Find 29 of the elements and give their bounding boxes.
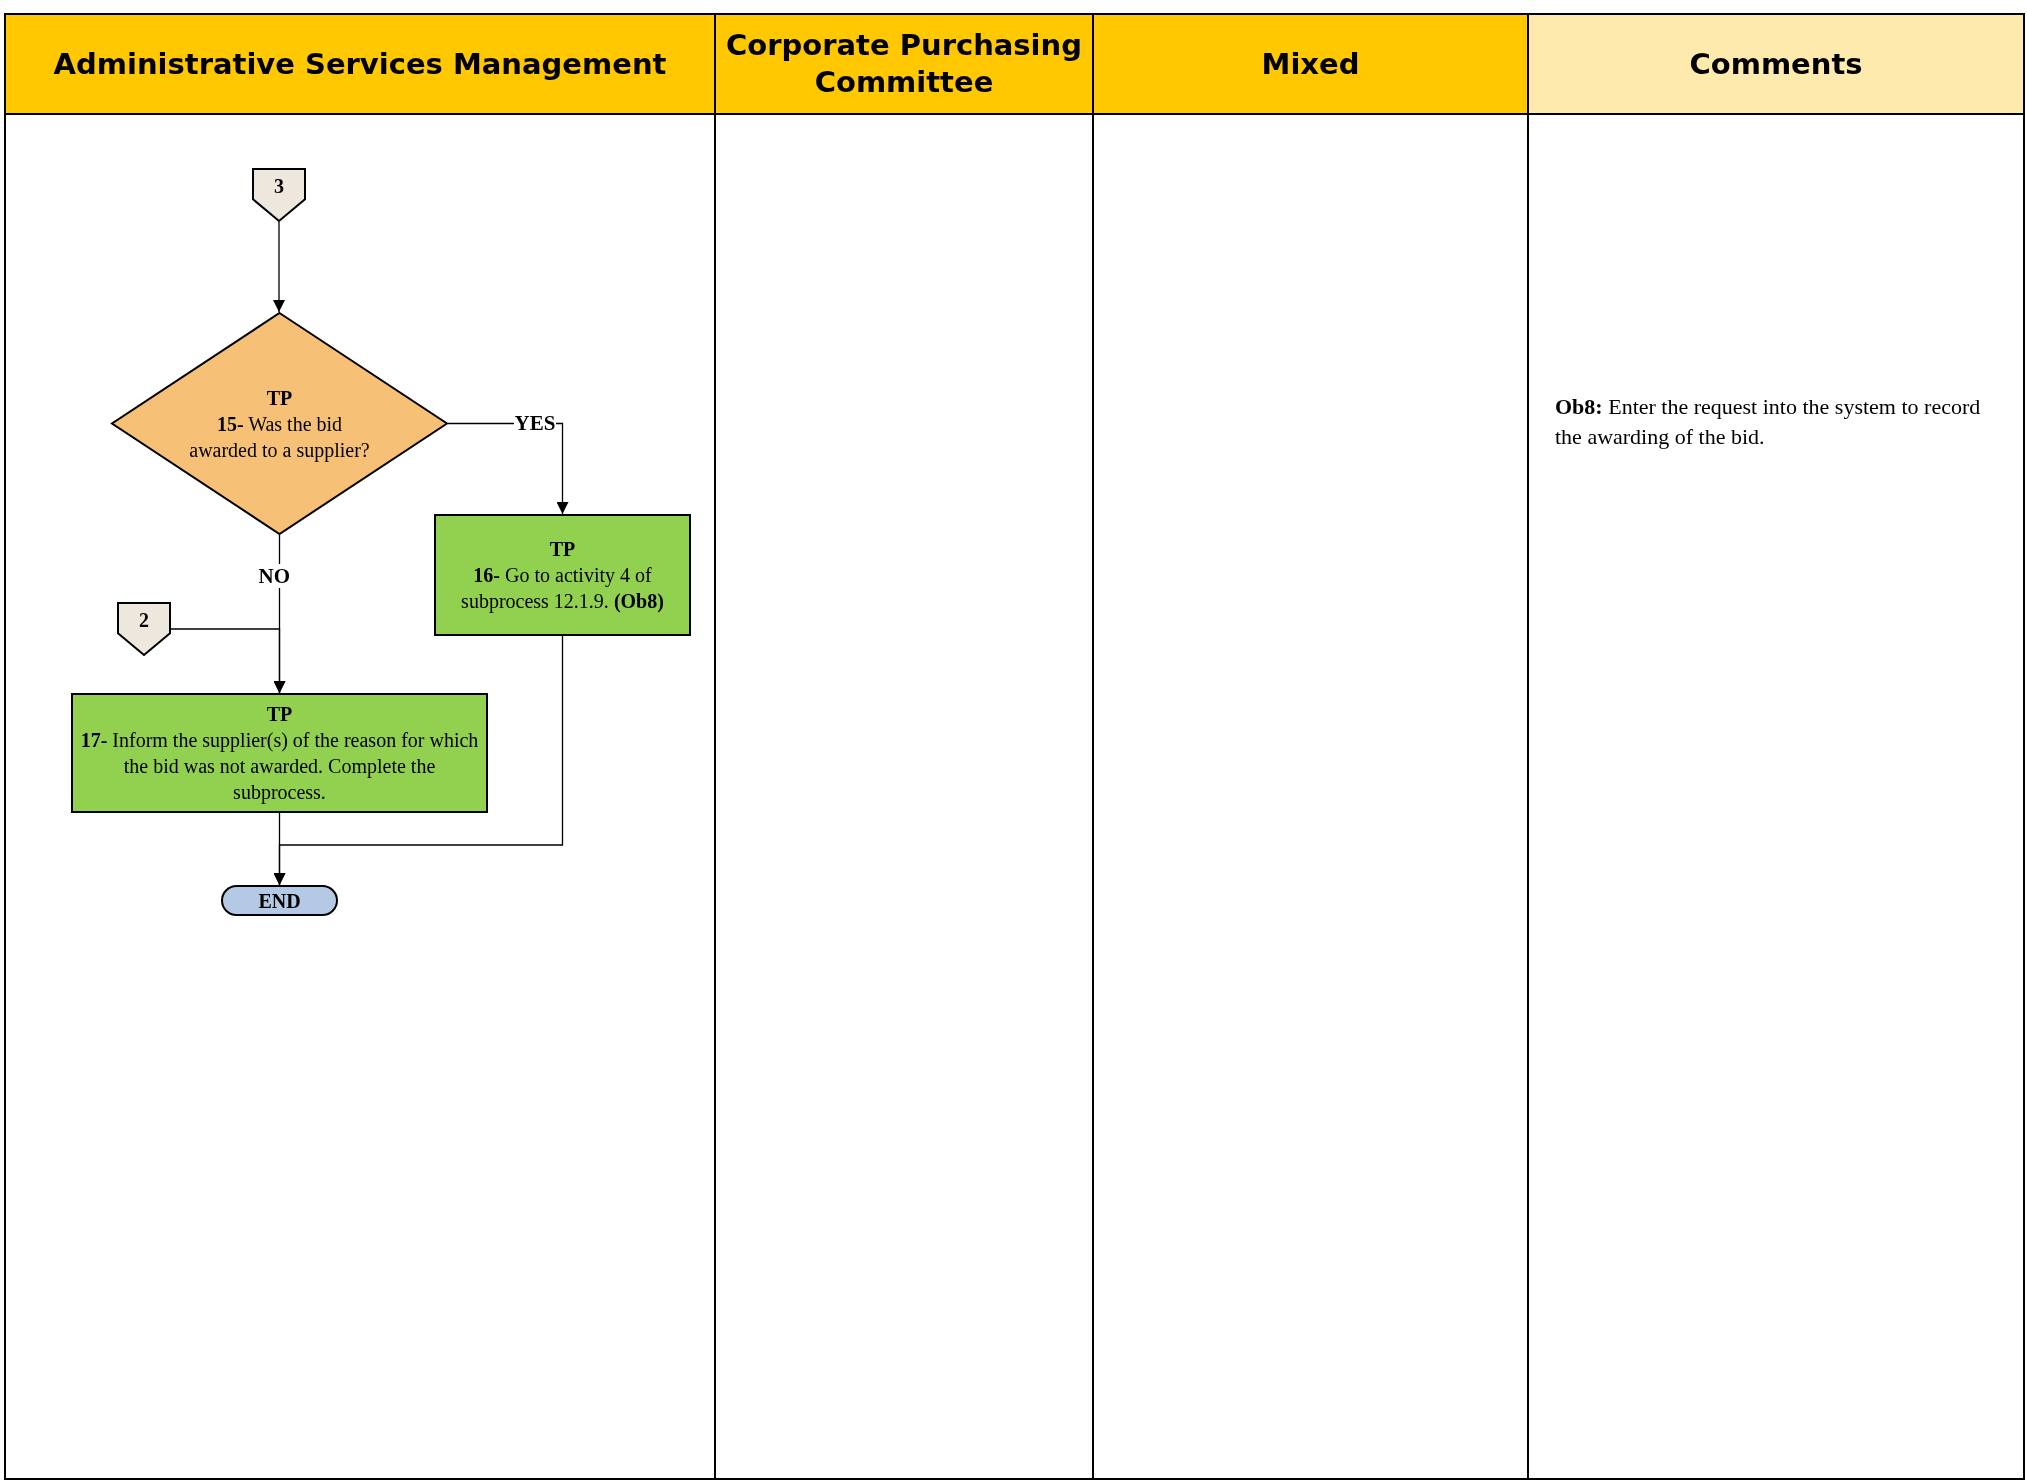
connector-number: 3 [274, 174, 284, 199]
comment-text: Ob8: Enter the request into the system to record the awarding of the bid. [1555, 393, 1982, 451]
arrow [273, 221, 285, 313]
edge-label: NO [257, 564, 291, 588]
step-text: 16- Go to activity 4 of subprocess 12.1.9. (Ob8) [460, 563, 665, 614]
arrow [273, 812, 286, 886]
decision-diamond [111, 312, 448, 535]
swimlane [714, 13, 1094, 1480]
off-page-connector [117, 602, 171, 656]
connector-number: 2 [139, 608, 149, 633]
lane-header: Corporate Purchasing Committee [716, 15, 1092, 115]
lane-header: Administrative Services Management [6, 15, 714, 115]
lane-header: Comments [1529, 15, 2023, 115]
swimlane [4, 13, 716, 1480]
terminator [221, 885, 338, 916]
lane-header: Mixed [1094, 15, 1527, 115]
swimlane [1527, 13, 2025, 1480]
process-box [71, 693, 488, 813]
role-code: TP [266, 385, 293, 411]
arrow [170, 628, 286, 694]
off-page-connector [252, 168, 306, 222]
role-code: TP [549, 537, 576, 562]
arrow [447, 422, 569, 515]
step-text: 17- Inform the supplier(s) of the reason for which the bid was not awarded. Complete the subprocess. [79, 728, 480, 805]
process-box [434, 514, 691, 636]
role-code: TP [266, 702, 293, 727]
terminator-label: END [258, 888, 301, 914]
swimlane [1092, 13, 1529, 1480]
decision-text: 15- Was the bid awarded to a supplier? [188, 411, 371, 463]
